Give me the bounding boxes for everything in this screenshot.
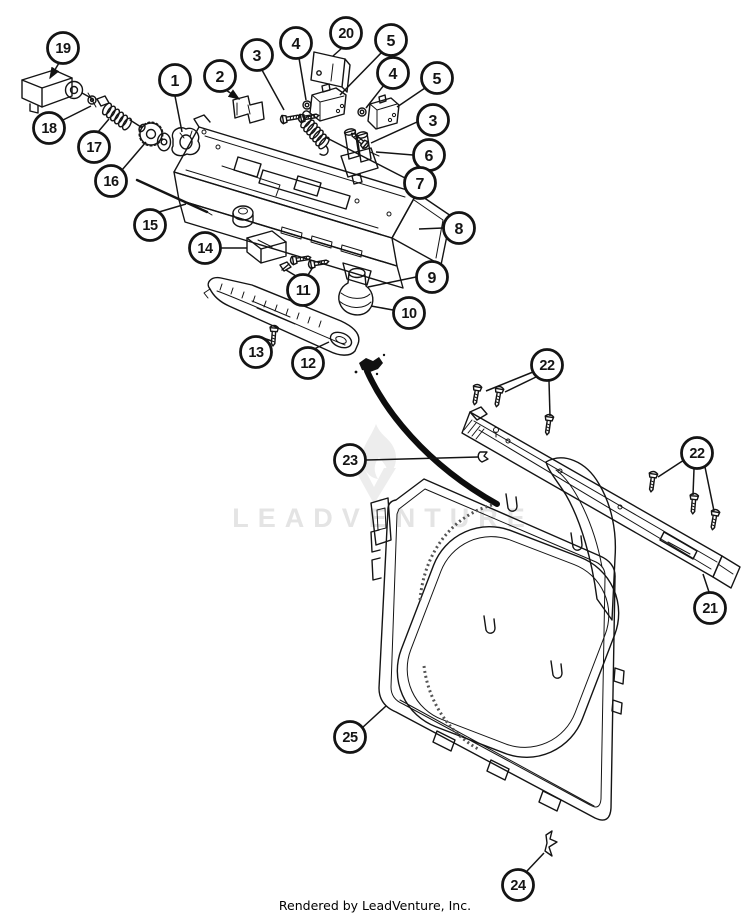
callout-14[interactable]: 14 [188, 231, 248, 265]
watermark-v-icon [354, 468, 396, 504]
svg-text:4: 4 [389, 66, 398, 83]
svg-text:22: 22 [539, 358, 555, 374]
part-trim-panel [203, 276, 360, 356]
callout-12[interactable]: 12 [291, 341, 330, 380]
svg-text:11: 11 [296, 283, 311, 299]
callout-16[interactable]: 16 [94, 141, 147, 198]
callout-22[interactable]: 22 [657, 436, 715, 512]
svg-text:23: 23 [342, 453, 358, 469]
part-cover-plate [310, 51, 351, 93]
part-front-panel [370, 457, 625, 821]
svg-text:24: 24 [510, 878, 526, 894]
svg-text:18: 18 [41, 121, 57, 137]
callout-3[interactable]: 3 [240, 38, 285, 111]
callout-10[interactable]: 10 [370, 296, 426, 330]
callout-21[interactable]: 21 [693, 573, 727, 625]
svg-text:3: 3 [253, 48, 262, 65]
callout-15[interactable]: 15 [133, 203, 187, 242]
callout-20[interactable]: 20 [329, 16, 363, 57]
part-top-rail [461, 406, 741, 589]
part-timer-knob [338, 267, 374, 316]
callout-23[interactable]: 23 [333, 443, 479, 477]
callout-2[interactable]: 2 [203, 59, 241, 100]
part-timer-motor [21, 69, 94, 114]
callout-3[interactable]: 3 [370, 103, 450, 144]
svg-text:25: 25 [342, 730, 358, 746]
part-worm-gear [101, 102, 146, 133]
callout-18[interactable]: 18 [32, 105, 92, 145]
svg-text:7: 7 [416, 176, 425, 193]
part-spring [300, 110, 330, 156]
svg-text:22: 22 [689, 446, 705, 462]
part-mounting-clip [232, 95, 265, 124]
svg-text:5: 5 [387, 33, 396, 50]
callout-1[interactable]: 1 [158, 63, 192, 133]
svg-text:9: 9 [428, 270, 437, 287]
part-washer-2 [357, 107, 367, 117]
callout-4[interactable]: 4 [279, 26, 313, 101]
svg-text:8: 8 [455, 221, 464, 238]
svg-text:13: 13 [248, 345, 264, 361]
callout-6[interactable]: 6 [375, 138, 446, 172]
callout-4[interactable]: 4 [365, 56, 410, 109]
render-credit: Rendered by LeadVenture, Inc. [278, 898, 472, 913]
svg-text:3: 3 [429, 113, 438, 130]
part-micro-switch-1 [309, 83, 347, 122]
svg-text:20: 20 [338, 26, 354, 42]
part-washer-1 [302, 100, 312, 110]
callout-17[interactable]: 17 [77, 118, 111, 164]
callout-11[interactable]: 11 [285, 266, 320, 307]
svg-text:15: 15 [142, 218, 158, 234]
callout-7[interactable]: 7 [324, 136, 437, 200]
part-harness-cable [354, 353, 500, 507]
watermark-flame-icon [362, 424, 397, 479]
svg-text:5: 5 [433, 71, 442, 88]
part-micro-switch-2 [367, 94, 400, 130]
callout-8[interactable]: 8 [418, 211, 476, 245]
part-bracket [246, 230, 287, 264]
callout-5[interactable]: 5 [339, 23, 408, 96]
svg-text:2: 2 [216, 69, 225, 86]
svg-text:21: 21 [702, 601, 718, 617]
part-link-rod [135, 178, 213, 216]
part-panel-screws [279, 252, 331, 272]
callout-25[interactable]: 25 [333, 705, 387, 754]
callout-9[interactable]: 9 [367, 260, 449, 294]
svg-text:6: 6 [425, 148, 434, 165]
part-clip-bottom [544, 830, 558, 857]
svg-text:16: 16 [103, 174, 119, 190]
svg-text:17: 17 [86, 140, 102, 156]
part-clip-small [477, 451, 489, 463]
svg-text:4: 4 [292, 36, 301, 53]
svg-text:14: 14 [197, 241, 213, 257]
part-drive-gear [138, 121, 172, 152]
svg-text:1: 1 [171, 73, 180, 90]
svg-text:19: 19 [55, 41, 71, 57]
callout-19[interactable]: 19 [46, 31, 80, 80]
svg-text:10: 10 [401, 306, 417, 322]
svg-text:12: 12 [300, 356, 316, 372]
callout-13[interactable]: 13 [239, 335, 273, 369]
callout-24[interactable]: 24 [501, 852, 545, 902]
callout-5[interactable]: 5 [396, 61, 454, 108]
callout-22[interactable]: 22 [485, 348, 564, 417]
